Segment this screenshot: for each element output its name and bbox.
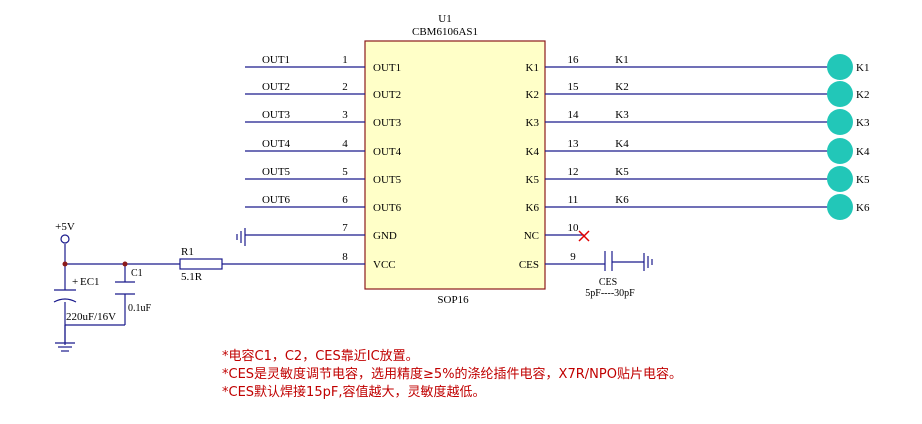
ic-ref: U1 <box>438 13 451 25</box>
net-label: OUT4 <box>262 138 291 150</box>
pad-label: K4 <box>856 146 870 158</box>
ic-left-pins: 1OUT1OUT12OUT2OUT23OUT3OUT34OUT4OUT45OUT… <box>245 54 402 271</box>
junction-dot <box>122 261 128 267</box>
pin-name: K5 <box>526 174 540 186</box>
note-line-1: *电容C1，C2，CES靠近IC放置。 <box>222 348 419 364</box>
r1-value: 5.1R <box>181 271 203 283</box>
ec1-ref: EC1 <box>80 276 100 288</box>
note-line-2: *CES是灵敏度调节电容，选用精度≥5%的涤纶插件电容，X7R/NPO贴片电容。 <box>222 366 682 382</box>
pad-label: K2 <box>856 89 869 101</box>
pin-number: 4 <box>342 138 348 150</box>
net-label: K4 <box>615 138 629 150</box>
pin-number: 9 <box>570 251 576 263</box>
gnd-symbol-ces <box>643 253 653 271</box>
pin-number: 13 <box>568 138 580 150</box>
touch-pad-icon <box>827 166 853 192</box>
pin-name: OUT2 <box>373 89 401 101</box>
ec1-polarity: + <box>72 276 78 288</box>
ec1-capacitor <box>53 289 77 303</box>
net-label: OUT3 <box>262 109 291 121</box>
pin-name: GND <box>373 230 397 242</box>
pin-number: 6 <box>342 194 348 206</box>
touch-pad-icon <box>827 54 853 80</box>
pin-number: 7 <box>342 222 348 234</box>
power-port-icon <box>60 234 70 244</box>
pin-name: OUT4 <box>373 146 402 158</box>
gnd-symbol-power <box>55 325 75 352</box>
c1-capacitor <box>115 281 135 295</box>
pin-name: K2 <box>526 89 539 101</box>
net-label: K5 <box>615 166 629 178</box>
gnd-symbol-ic <box>236 228 246 246</box>
ces-ref: CES <box>599 277 617 288</box>
nc-cross-icon <box>578 230 590 242</box>
pad-label: K1 <box>856 62 869 74</box>
c1-value: 0.1uF <box>128 303 152 314</box>
net-label: OUT2 <box>262 81 290 93</box>
net-label: K1 <box>615 54 628 66</box>
pad-label: K3 <box>856 117 870 129</box>
net-label: K3 <box>615 109 629 121</box>
pin-name: K3 <box>526 117 540 129</box>
pin-name: K6 <box>526 202 540 214</box>
pin-name: OUT5 <box>373 174 402 186</box>
ces-value: 5pF----30pF <box>585 288 635 299</box>
ec1-value: 220uF/16V <box>66 311 116 323</box>
touch-pad-icon <box>827 109 853 135</box>
net-label: OUT6 <box>262 194 291 206</box>
ic-right-pins: 16K1K1K115K2K2K214K3K3K313K4K4K412K5K5K5… <box>519 54 870 271</box>
pin-number: 11 <box>568 194 579 206</box>
ic-body <box>364 40 546 290</box>
ic-part-number: CBM6106AS1 <box>412 26 478 38</box>
r1-resistor <box>179 258 223 270</box>
pin-number: 12 <box>568 166 579 178</box>
net-label: OUT1 <box>262 54 290 66</box>
pin-name: OUT3 <box>373 117 402 129</box>
note-line-3: *CES默认焊接15pF,容值越大，灵敏度越低。 <box>222 384 485 400</box>
net-label: K2 <box>615 81 628 93</box>
pin-number: 15 <box>568 81 580 93</box>
pin-number: 5 <box>342 166 348 178</box>
pin-number: 1 <box>342 54 348 66</box>
ic-package: SOP16 <box>437 294 469 306</box>
pin-number: 8 <box>342 251 348 263</box>
pin-number: 14 <box>568 109 580 121</box>
touch-pad-icon <box>827 138 853 164</box>
pin-name: NC <box>524 230 539 242</box>
pad-label: K5 <box>856 174 870 186</box>
r1-ref: R1 <box>181 246 194 258</box>
pin-number: 10 <box>568 222 580 234</box>
pin-name: OUT6 <box>373 202 402 214</box>
c1-ref: C1 <box>131 268 143 279</box>
touch-pad-icon <box>827 194 853 220</box>
touch-pad-icon <box>827 81 853 107</box>
pin-number: 16 <box>568 54 580 66</box>
pin-name: K4 <box>526 146 540 158</box>
pin-name: OUT1 <box>373 62 401 74</box>
pin-number: 3 <box>342 109 348 121</box>
power-label: +5V <box>55 221 75 233</box>
pin-number: 2 <box>342 81 348 93</box>
pad-label: K6 <box>856 202 870 214</box>
junction-dot <box>62 261 68 267</box>
pin-name: VCC <box>373 259 396 271</box>
pin-name: K1 <box>526 62 539 74</box>
pin-name: CES <box>519 259 539 271</box>
net-label: K6 <box>615 194 629 206</box>
ces-capacitor <box>604 251 644 271</box>
net-label: OUT5 <box>262 166 291 178</box>
